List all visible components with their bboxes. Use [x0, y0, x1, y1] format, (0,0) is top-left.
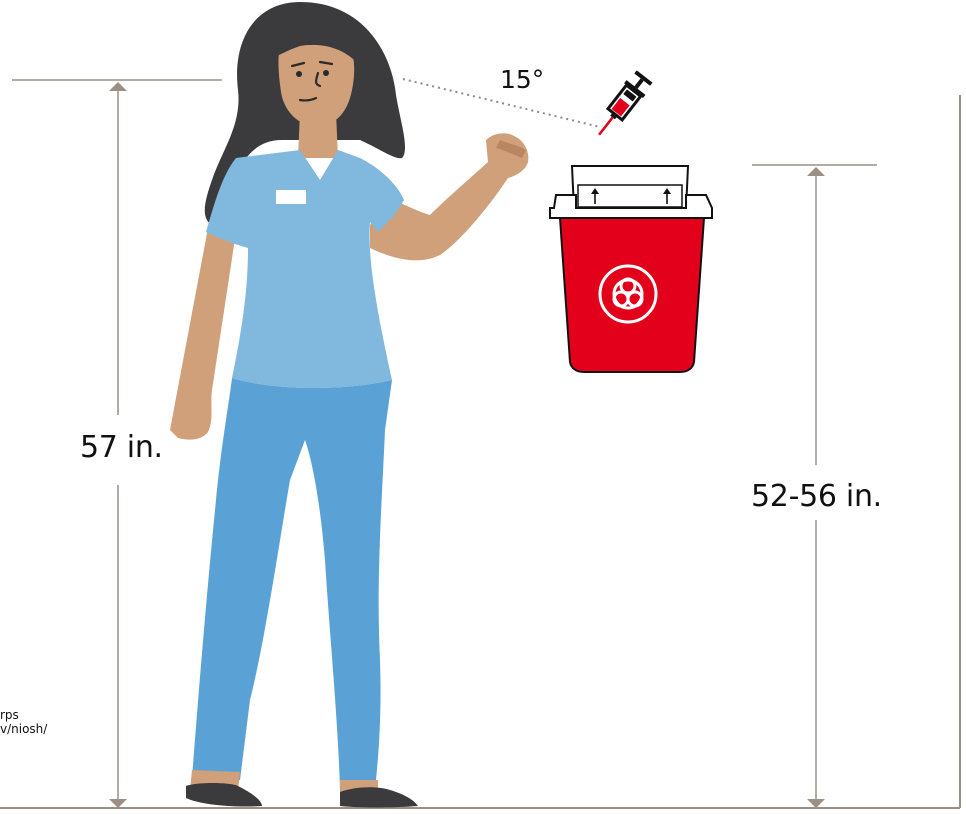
syringe-icon [590, 69, 654, 142]
angle-label: 15° [500, 65, 544, 94]
container-body [560, 218, 704, 372]
nurse-figure [170, 2, 528, 808]
sharps-container [550, 166, 712, 372]
left-shoe [186, 783, 262, 807]
container-height-label: 52-56 in. [751, 479, 882, 514]
reach-height-label: 57 in. [80, 430, 163, 465]
left-arm [170, 228, 236, 440]
scrubs-pants [192, 378, 392, 790]
source-note-line-1: rps [0, 708, 19, 722]
name-badge [276, 190, 306, 204]
source-note-line-2: v/niosh/ [0, 722, 47, 736]
right-shoe [340, 787, 418, 807]
scrubs-top [206, 150, 404, 388]
